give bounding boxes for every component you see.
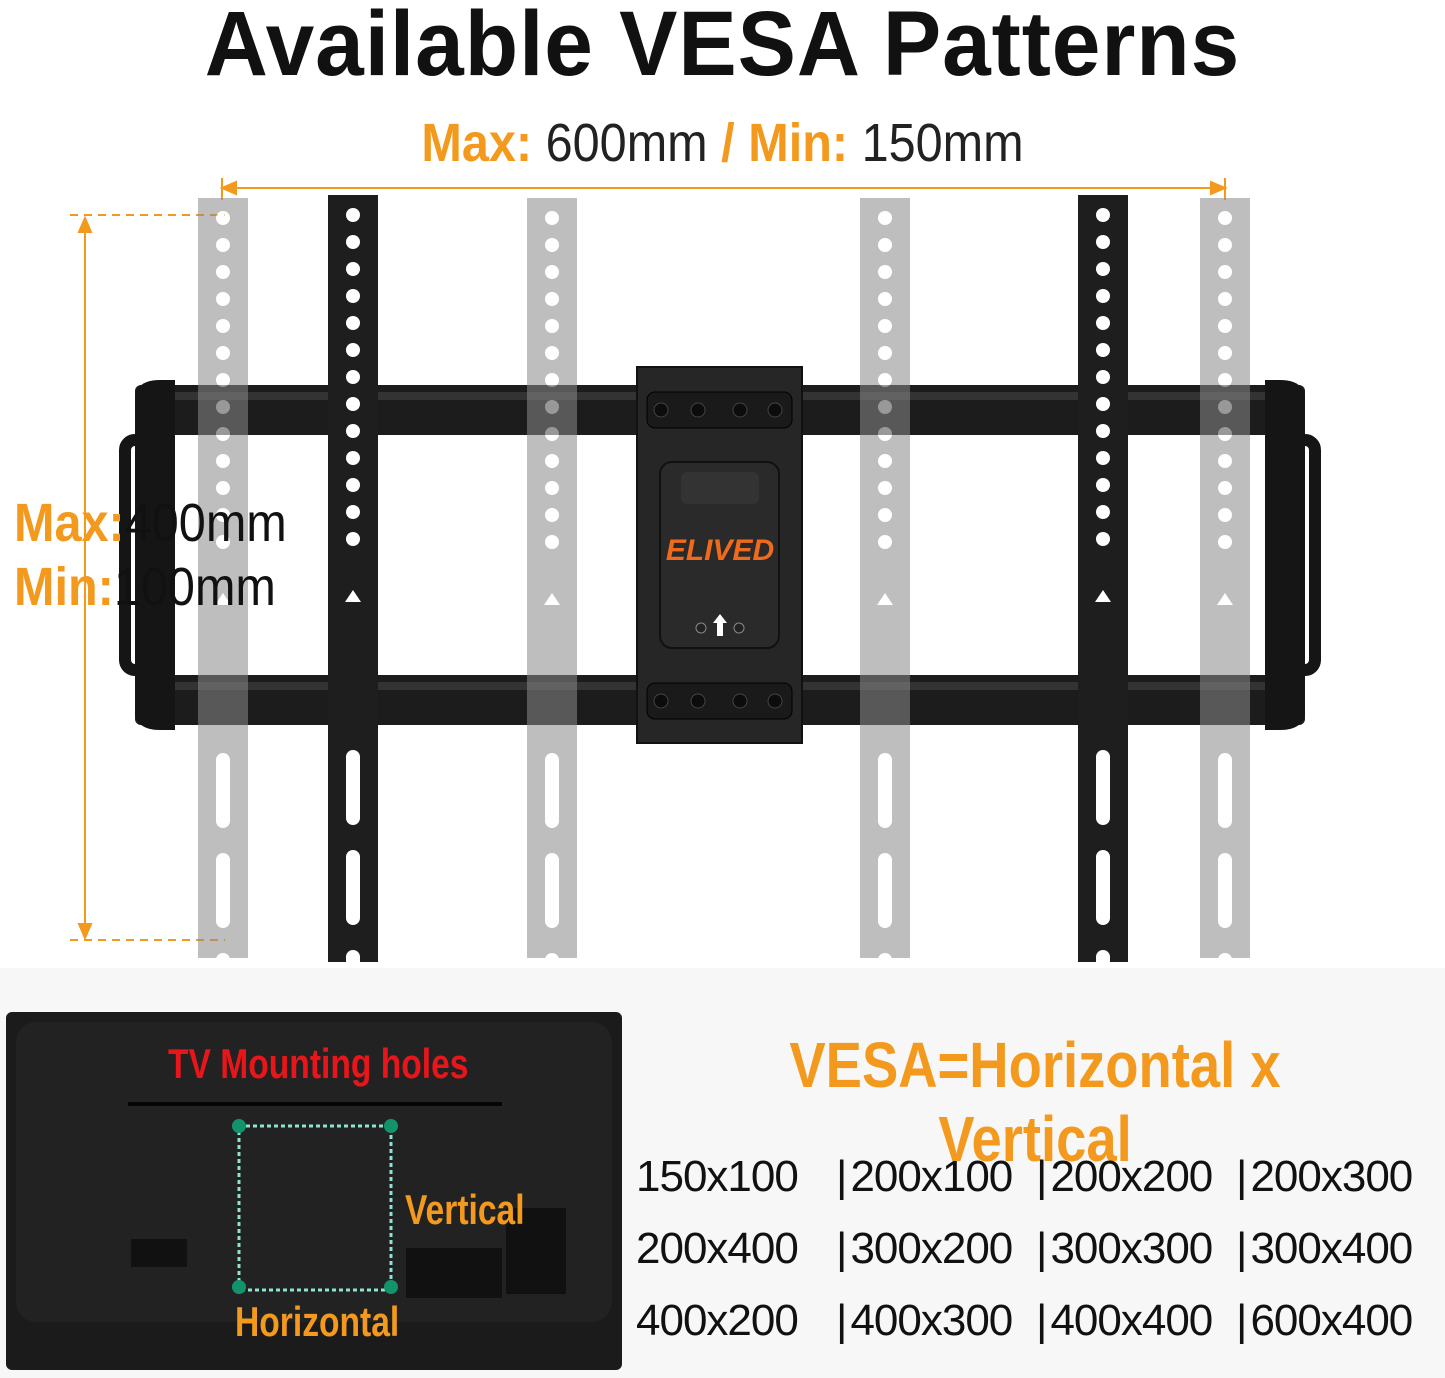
height-max-value: 400mm: [124, 493, 287, 553]
width-max-value: 600mm: [545, 113, 708, 173]
page-title: Available VESA Patterns: [204, 0, 1241, 95]
mounting-arm-alternate-position: [527, 198, 577, 968]
width-min-label: Min:: [748, 113, 849, 173]
vesa-pattern: 300x200: [836, 1224, 1036, 1274]
up-arrow-icon: [713, 614, 727, 636]
vesa-pattern: 400x400: [1036, 1296, 1236, 1346]
handle-right: [1269, 434, 1321, 676]
mounting-arm-alternate-position: [1200, 198, 1250, 968]
handle-left: [119, 434, 171, 676]
vesa-pattern: 200x100: [836, 1152, 1036, 1202]
vesa-pattern: 200x400: [636, 1224, 799, 1273]
tv-back-illustration: [6, 1012, 622, 1370]
height-min-value: 100mm: [113, 557, 276, 617]
width-min-value: 150mm: [861, 113, 1024, 173]
tv-mount-diagram: ELIVED: [70, 178, 1321, 968]
width-range: Max: 600mm / Min: 150mm: [72, 112, 1373, 174]
vesa-pattern: 200x200: [1036, 1152, 1236, 1202]
vesa-pattern: 600x400: [1236, 1296, 1436, 1346]
vesa-formula: VESA=Horizontal x Vertical: [789, 1029, 1281, 1175]
center-plate: ELIVED: [636, 366, 803, 744]
brand-logo: ELIVED: [666, 534, 774, 567]
height-max-label: Max:: [14, 493, 125, 553]
mounting-arm-alternate-position: [198, 198, 248, 968]
mounting-arm: [1078, 195, 1128, 968]
width-separator: /: [721, 113, 735, 173]
vesa-pattern: 300x400: [1236, 1224, 1436, 1274]
mounting-arm-alternate-position: [860, 198, 910, 968]
vertical-label: Vertical: [405, 1186, 525, 1233]
width-max-label: Max:: [421, 113, 533, 173]
vesa-pattern: 300x300: [1036, 1224, 1236, 1274]
horizontal-label: Horizontal: [235, 1298, 400, 1345]
vesa-pattern: 150x100: [636, 1152, 799, 1201]
tv-caption: TV Mounting holes: [168, 1040, 469, 1087]
mounting-arm: [328, 195, 378, 968]
vesa-pattern: 200x300: [1236, 1152, 1436, 1202]
vesa-pattern-list: 150x100 200x100 200x200 200x300 200x400 …: [636, 1152, 1436, 1346]
width-dimension-arrow: [219, 178, 1228, 200]
vesa-pattern: 400x300: [836, 1296, 1036, 1346]
height-max: Max:400mm: [14, 492, 287, 554]
height-min-label: Min:: [14, 557, 114, 617]
vesa-pattern: 400x200: [636, 1296, 799, 1345]
height-min: Min:100mm: [14, 556, 276, 618]
